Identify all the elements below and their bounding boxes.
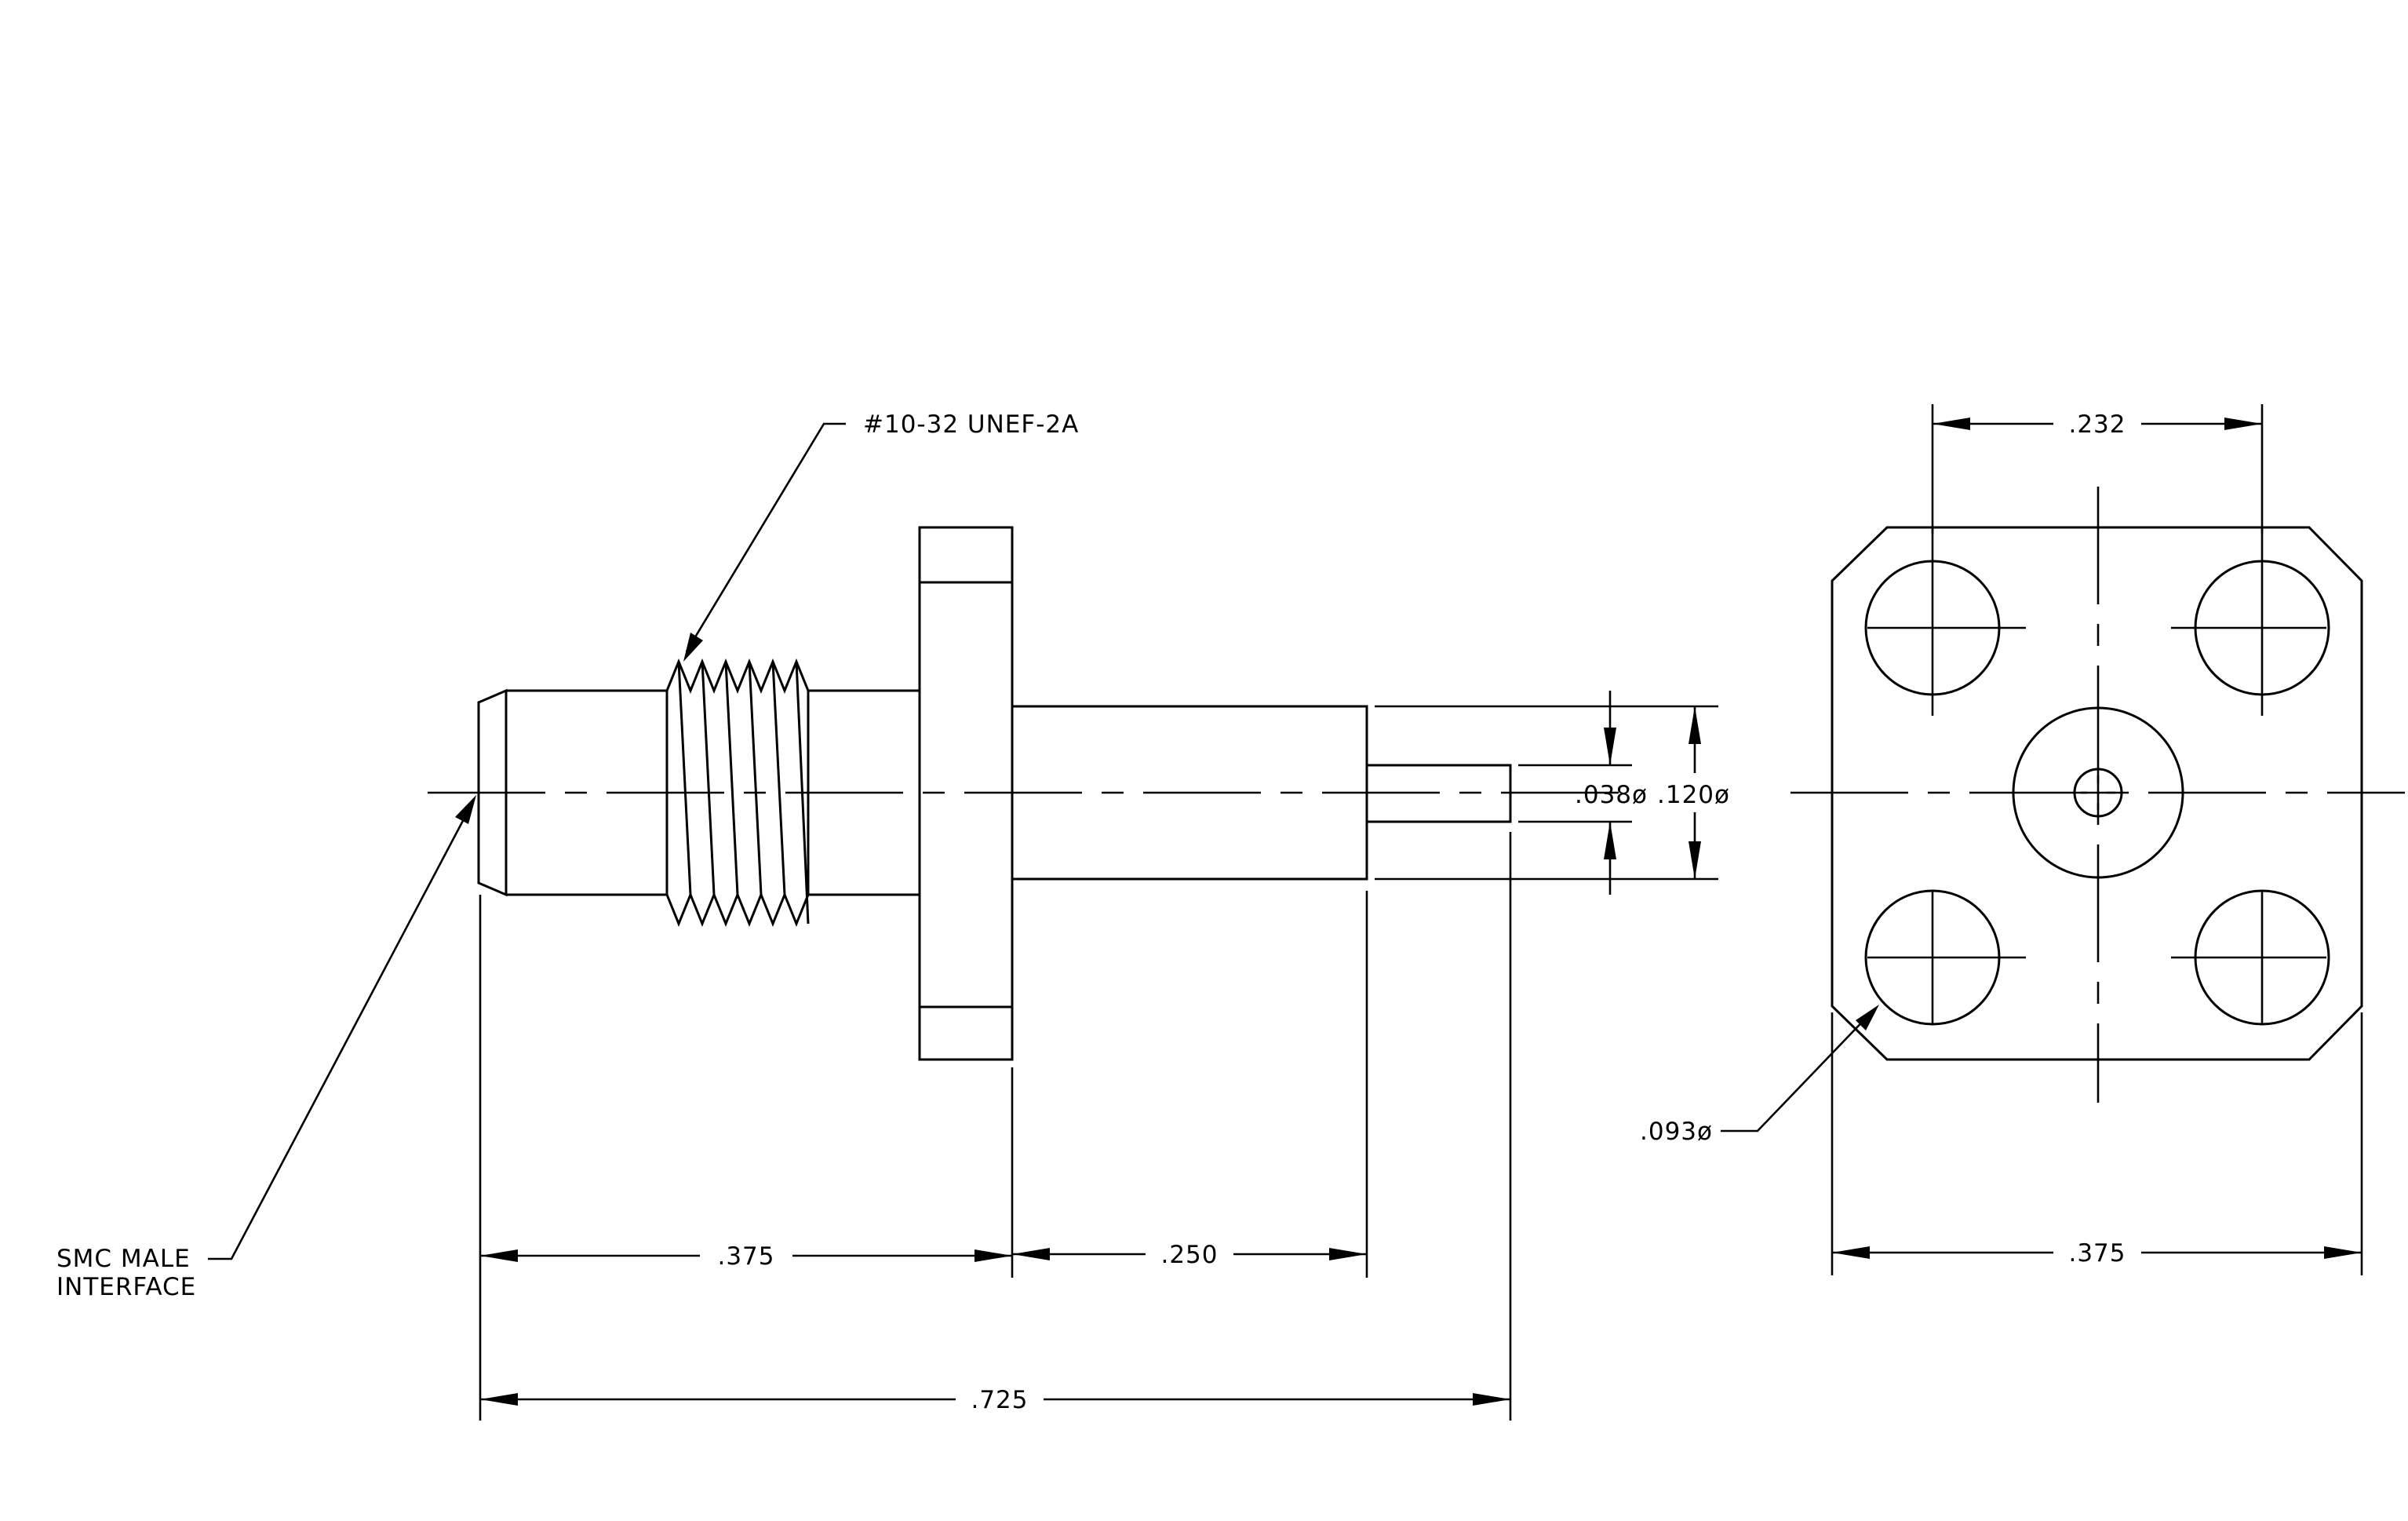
thread-callout-label: #10-32 UNEF-2A	[863, 410, 1079, 439]
dim-side-b: .250	[1012, 1241, 1367, 1269]
hole-callout: .093ø	[1640, 1005, 1879, 1146]
pin	[1367, 764, 1512, 823]
dim-body-dia-label: .120ø	[1657, 781, 1730, 809]
thread-callout: #10-32 UNEF-2A	[683, 410, 1079, 662]
dim-pin-dia: .038ø	[1575, 691, 1648, 895]
dim-body-dia: .120ø	[1657, 706, 1730, 879]
dim-side-a: .375	[480, 1242, 1012, 1271]
mounting-hole-bl	[1864, 889, 2026, 1026]
dim-hole-spacing-label: .232	[2068, 410, 2126, 439]
dim-flange-width-label: .375	[2068, 1239, 2126, 1268]
hole-callout-label: .093ø	[1640, 1118, 1713, 1146]
interface-callout-line2: INTERFACE	[56, 1273, 196, 1301]
dim-flange-width: .375	[1831, 1012, 2363, 1275]
dim-overall-label: .725	[971, 1386, 1028, 1414]
dim-hole-spacing: .232	[1931, 404, 2264, 534]
dim-side-b-label: .250	[1160, 1241, 1218, 1269]
flange-outline	[1831, 526, 2363, 1061]
mounting-hole-br	[2171, 889, 2330, 1026]
center-body	[2012, 706, 2184, 879]
center-pin	[2073, 768, 2123, 818]
interface-tip	[477, 688, 508, 897]
body	[1012, 705, 1368, 881]
mounting-hole-tl	[1864, 526, 2026, 716]
mounting-hole-tr	[2171, 526, 2330, 716]
neck	[808, 689, 920, 896]
interface-callout-line1: SMC MALE	[56, 1245, 191, 1273]
front-view	[1791, 487, 2405, 1103]
dim-side-a-label: .375	[717, 1242, 774, 1271]
side-view	[428, 526, 1632, 1061]
interface-callout: SMC MALE INTERFACE	[56, 795, 476, 1301]
dim-pin-dia-label: .038ø	[1575, 781, 1648, 809]
interface-body	[506, 689, 667, 896]
threaded-section	[665, 658, 810, 927]
dim-overall: .725	[480, 1386, 1510, 1414]
flange	[918, 526, 1014, 1061]
extension-lines	[479, 705, 1718, 1421]
